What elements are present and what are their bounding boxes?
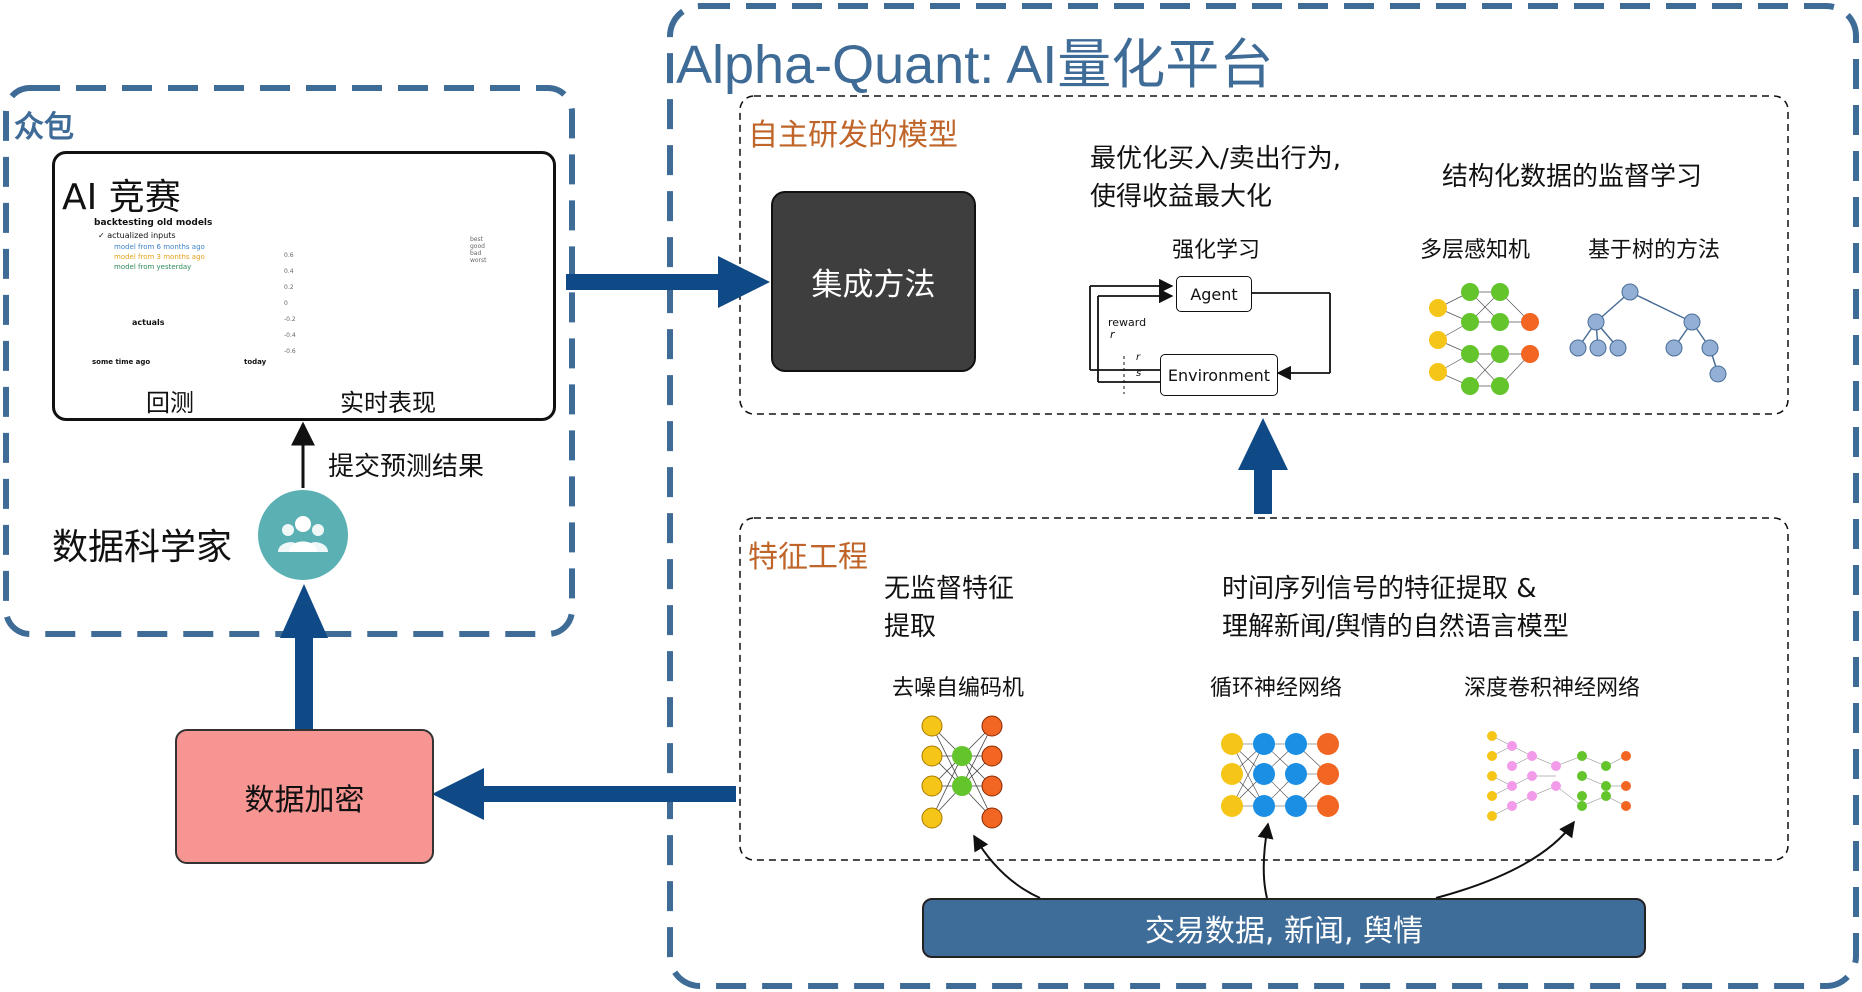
realtime-ytick: -0.6 (284, 348, 296, 355)
backtest-caption: 回测 (146, 389, 194, 417)
rl-reward-symbol: r (1110, 328, 1115, 341)
platform-title: Alpha-Quant: AI量化平台 (676, 35, 1274, 95)
features-title: 特征工程 (748, 540, 868, 575)
tree-icon (1569, 283, 1727, 383)
data-scientist-avatar (258, 490, 348, 580)
rnn-icon (1221, 733, 1339, 817)
rnn-label: 循环神经网络 (1210, 676, 1343, 701)
curve-to-cnn (1435, 820, 1575, 899)
models-container (739, 95, 1789, 415)
realtime-legend-best: best (470, 236, 483, 243)
backtest-legend-3: model from 3 months ago (114, 253, 205, 261)
realtime-ytick: 0 (284, 300, 288, 307)
arrow-features-to-encryption (432, 768, 736, 820)
competition-title: AI 竞赛 (62, 177, 181, 218)
rl-diagram (1089, 278, 1331, 394)
timeseries-description-line2: 理解新闻/舆情的自然语言模型 (1222, 612, 1569, 642)
crowd-title: 众包 (14, 110, 74, 145)
rl-label: 强化学习 (1172, 238, 1261, 263)
rl-reward-label: reward (1108, 316, 1147, 329)
cnn-label: 深度卷积神经网络 (1464, 676, 1641, 701)
realtime-legend: best good bad worst (470, 236, 487, 264)
mlp-label: 多层感知机 (1420, 238, 1531, 263)
submit-label: 提交预测结果 (328, 452, 485, 482)
arrow-features-to-models (1238, 418, 1288, 514)
rl-state-next-symbol: s (1136, 368, 1142, 379)
platform-container (667, 3, 1859, 989)
arrow-competition-to-ensemble (566, 256, 770, 308)
curve-to-rnn (1257, 822, 1274, 899)
data-encryption-box: 数据加密 (175, 729, 434, 864)
timeseries-description-line1: 时间序列信号的特征提取 & (1222, 574, 1537, 604)
users-icon (278, 516, 328, 552)
realtime-ytick: -0.4 (284, 332, 296, 339)
mlp-network-icon (1429, 283, 1539, 395)
rl-description-line2: 使得收益最大化 (1090, 182, 1273, 212)
backtest-heading: backtesting old models (94, 218, 213, 228)
scientist-label: 数据科学家 (52, 527, 233, 568)
data-sources-box: 交易数据, 新闻, 舆情 (922, 898, 1646, 958)
realtime-ytick: 0.6 (284, 252, 294, 259)
curve-to-autoencoder (973, 834, 1041, 899)
rl-reward-next-symbol: r (1136, 352, 1141, 363)
realtime-yticks: 0.6 0.4 0.2 0 -0.2 -0.4 -0.6 (284, 248, 296, 360)
ai-competition-box (52, 151, 556, 421)
realtime-caption: 实时表现 (340, 389, 436, 417)
autoencoder-label: 去噪自编码机 (892, 676, 1025, 701)
rl-agent-box: Agent (1176, 276, 1252, 312)
rl-description-line1: 最优化买入/卖出行为, (1090, 144, 1342, 174)
realtime-ytick: 0.4 (284, 268, 294, 275)
realtime-ytick: 0.2 (284, 284, 294, 291)
realtime-legend-worst: worst (470, 257, 487, 264)
models-title: 自主研发的模型 (748, 118, 958, 153)
realtime-legend-bad: bad (470, 250, 482, 257)
autoencoder-icon (921, 715, 1003, 829)
realtime-legend-good: good (470, 243, 485, 250)
supervised-description: 结构化数据的监督学习 (1442, 162, 1703, 192)
unsupervised-description-line1: 无监督特征 (884, 574, 1015, 604)
tree-label: 基于树的方法 (1588, 238, 1721, 263)
cnn-icon (1487, 731, 1631, 821)
backtest-x-start: some time ago (92, 358, 151, 366)
rl-environment-box: Environment (1160, 354, 1278, 396)
backtest-actuals-label: actuals (132, 318, 165, 327)
ensemble-box: 集成方法 (771, 191, 976, 372)
unsupervised-description-line2: 提取 (884, 612, 937, 642)
backtest-legend-2: model from 6 months ago (114, 243, 205, 251)
realtime-ytick: -0.2 (284, 316, 296, 323)
backtest-x-end: today (244, 358, 267, 366)
arrow-encryption-to-scientist (280, 584, 328, 730)
backtest-legend-4: model from yesterday (114, 263, 192, 271)
backtest-legend-1: ✓ actualized inputs (98, 231, 176, 240)
